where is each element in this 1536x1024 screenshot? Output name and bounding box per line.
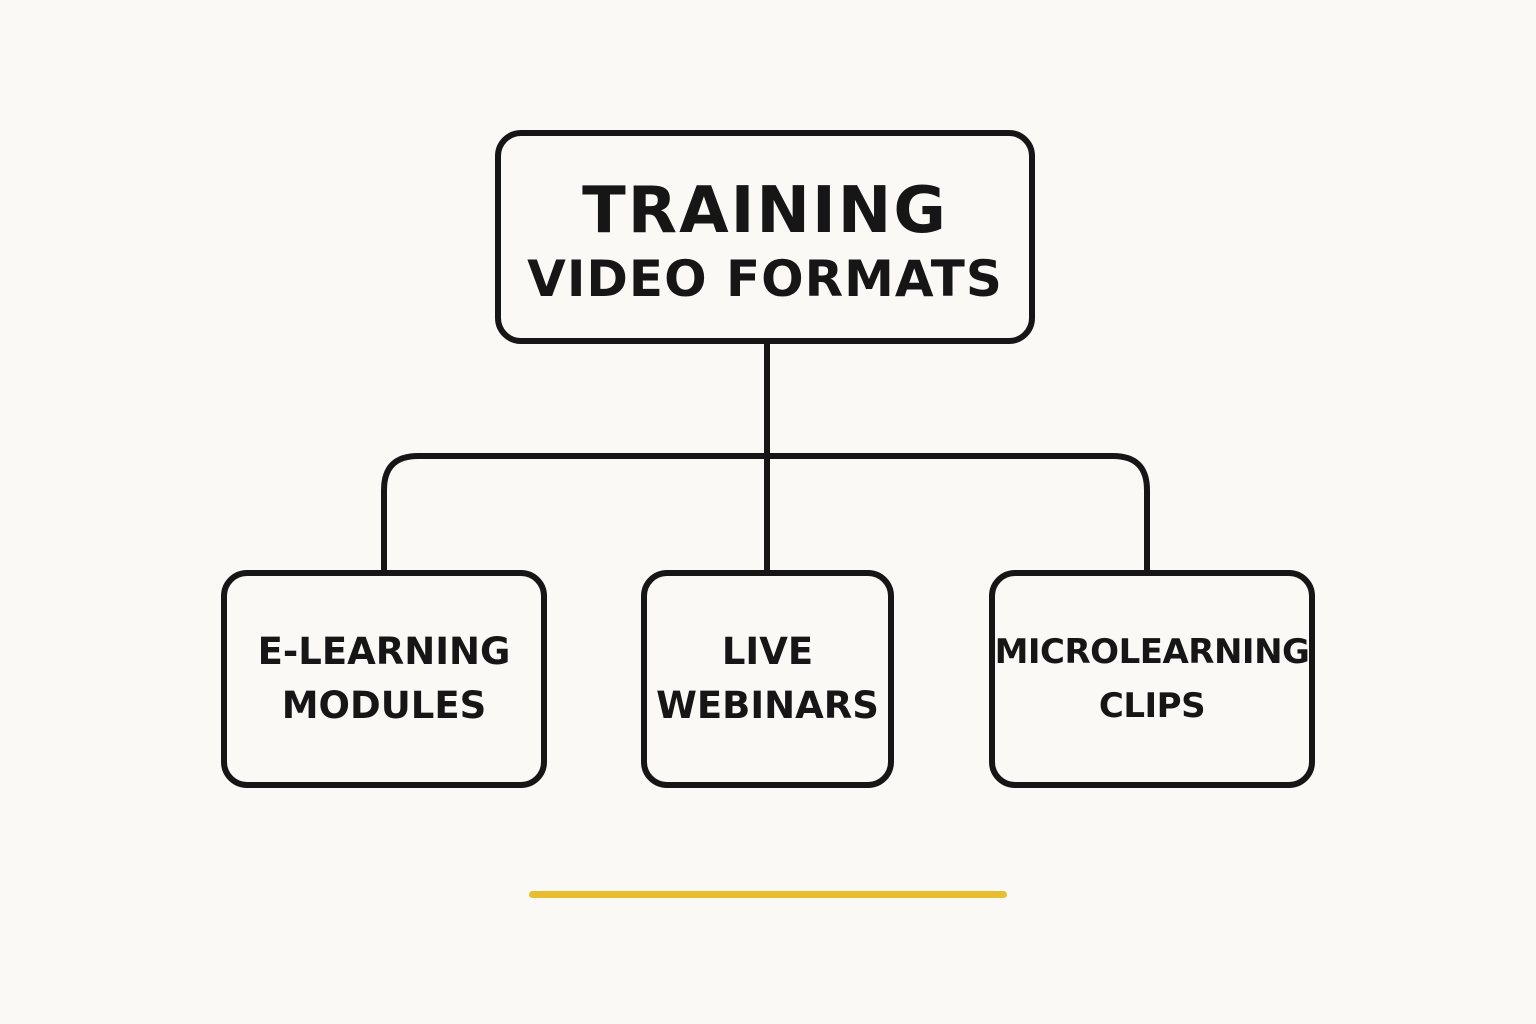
child-label-line-1: MICROLEARNING xyxy=(994,632,1310,672)
child-node-elearning-modules: E-LEARNING MODULES xyxy=(221,570,547,788)
child-label-line-2: CLIPS xyxy=(1098,686,1206,726)
child-label-line-2: MODULES xyxy=(281,684,487,727)
root-title-line-1: TRAINING xyxy=(582,174,948,248)
root-title-line-2: VIDEO FORMATS xyxy=(527,250,1003,308)
root-node-training-video-formats: TRAINING VIDEO FORMATS xyxy=(495,130,1035,344)
child-node-microlearning-clips: MICROLEARNING CLIPS xyxy=(989,570,1315,788)
accent-underline xyxy=(529,891,1007,898)
child-node-live-webinars: LIVE WEBINARS xyxy=(641,570,894,788)
child-label-line-1: LIVE xyxy=(721,630,814,673)
child-label-line-1: E-LEARNING xyxy=(257,630,511,673)
branch-connector xyxy=(381,453,1150,573)
child-label-line-2: WEBINARS xyxy=(656,684,879,727)
